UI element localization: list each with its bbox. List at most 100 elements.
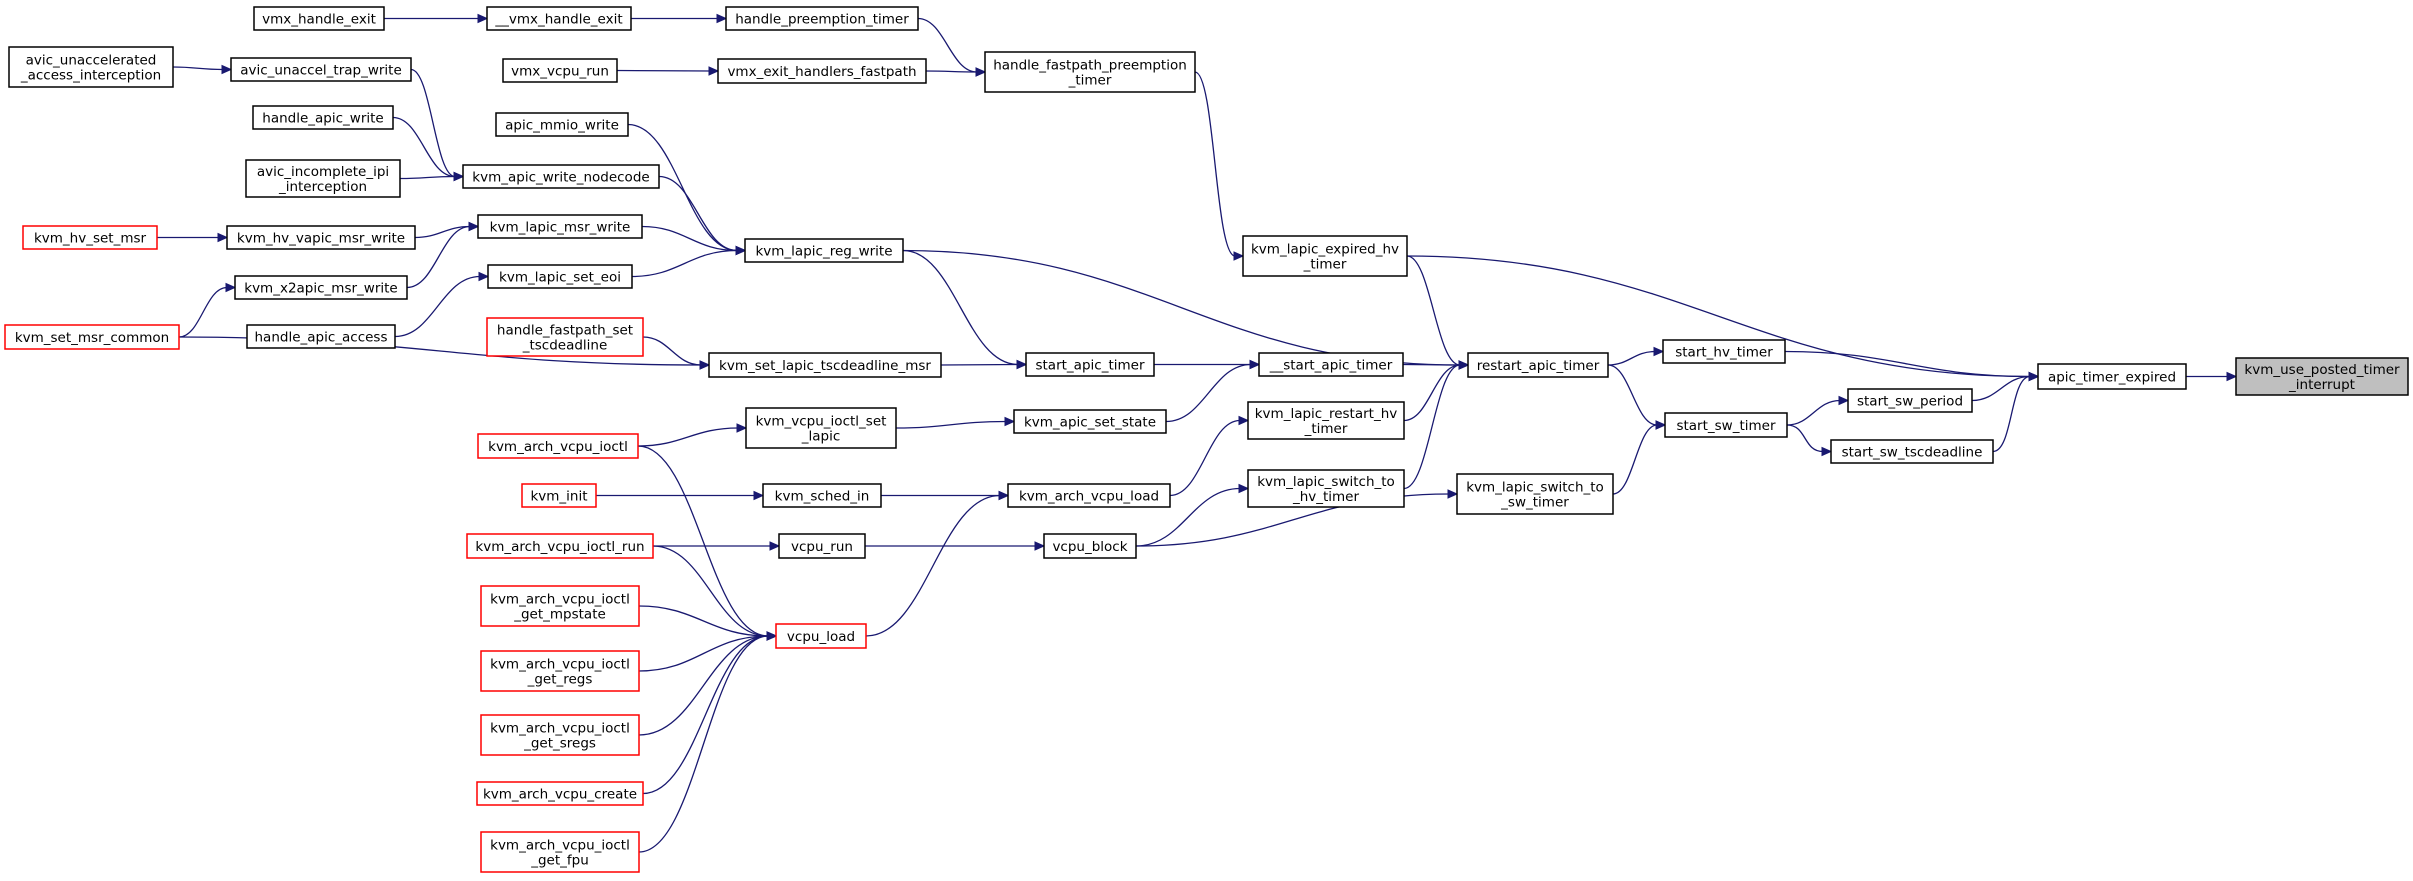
edge-restart-apic-timer-to-start-hv-timer (1607, 346, 1665, 366)
node-kvm-lapic-switch-to-hv-timer[interactable]: kvm_lapic_switch_to_hv_timer (1247, 469, 1405, 508)
edge-line (1406, 255, 2031, 378)
node-kvm-lapic-reg-write[interactable]: kvm_lapic_reg_write (744, 238, 904, 263)
node-kvm-lapic-restart-hv-timer[interactable]: kvm_lapic_restart_hv_timer (1247, 401, 1405, 440)
node-vcpu-run[interactable]: vcpu_run (778, 533, 866, 559)
edge-line (394, 275, 481, 338)
node-label: kvm_hv_vapic_msr_write (237, 231, 405, 247)
edge-line (642, 635, 769, 795)
node-box (253, 6, 385, 31)
node-box (717, 58, 927, 84)
node-start-hv-timer[interactable]: start_hv_timer (1662, 339, 1786, 364)
node-vcpu-load[interactable]: vcpu_load (775, 623, 867, 649)
node-kvm-lapic-set-eoi[interactable]: kvm_lapic_set_eoi (487, 264, 633, 289)
node-handle-fastpath-set-tscdeadline[interactable]: handle_fastpath_set_tscdeadline (486, 317, 644, 357)
node-kvm-lapic-msr-write[interactable]: kvm_lapic_msr_write (477, 214, 643, 239)
edge-arrowhead (699, 360, 711, 370)
node-kvm-apic-set-state[interactable]: kvm_apic_set_state (1013, 409, 1167, 434)
node-handle-apic-access[interactable]: handle_apic_access (246, 324, 396, 349)
edge-kvm-x2apic-msr-write-to-kvm-lapic-msr-write (406, 221, 480, 289)
node-apic-timer-expired[interactable]: apic_timer_expired (2037, 363, 2187, 390)
edge-line (392, 116, 456, 178)
node-label: _tscdeadline (522, 338, 608, 354)
node-start-sw-tscdeadline[interactable]: start_sw_tscdeadline (1830, 439, 1994, 464)
node-kvm-hv-vapic-msr-write[interactable]: kvm_hv_vapic_msr_write (226, 225, 416, 250)
node-box (226, 225, 416, 250)
node-kvm-sched-in[interactable]: kvm_sched_in (762, 483, 882, 508)
node-box (778, 533, 866, 559)
node-label: vcpu_load (787, 629, 855, 645)
node---vmx-handle-exit[interactable]: __vmx_handle_exit (486, 6, 632, 31)
edge---vmx-handle-exit-to-handle-preemption-timer (631, 13, 728, 24)
edge-restart-apic-timer-to-start-sw-timer (1607, 364, 1667, 430)
node-kvm-apic-write-nodecode[interactable]: kvm_apic_write_nodecode (462, 164, 660, 189)
node-kvm-hv-set-msr[interactable]: kvm_hv_set_msr (22, 225, 158, 250)
node-label: vcpu_block (1052, 539, 1127, 555)
node-kvm-arch-vcpu-ioctl-get-mpstate[interactable]: kvm_arch_vcpu_ioctl_get_mpstate (480, 585, 640, 627)
node-kvm-lapic-switch-to-sw-timer[interactable]: kvm_lapic_switch_to_sw_timer (1456, 473, 1614, 515)
node-handle-preemption-timer[interactable]: handle_preemption_timer (725, 6, 919, 31)
node-start-sw-period[interactable]: start_sw_period (1847, 388, 1973, 413)
node-box (1830, 439, 1994, 464)
edge-start-sw-timer-to-start-sw-tscdeadline (1786, 424, 1833, 457)
node-kvm-x2apic-msr-write[interactable]: kvm_x2apic_msr_write (234, 275, 408, 300)
node-kvm-init[interactable]: kvm_init (521, 483, 597, 508)
edge-arrowhead (1838, 395, 1850, 406)
node-label: _timer (1304, 421, 1348, 437)
node---start-apic-timer[interactable]: __start_apic_timer (1258, 352, 1404, 377)
node-vmx-handle-exit[interactable]: vmx_handle_exit (253, 6, 385, 31)
edge-kvm-arch-vcpu-ioctl-to-kvm-vcpu-ioctl-set-lapic (637, 423, 748, 447)
node-kvm-lapic-expired-hv-timer[interactable]: kvm_lapic_expired_hv_timer (1242, 235, 1408, 277)
edge-kvm-arch-vcpu-ioctl-get-mpstate-to-vcpu-load (638, 605, 778, 641)
node-kvm-set-lapic-tscdeadline-msr[interactable]: kvm_set_lapic_tscdeadline_msr (708, 352, 942, 378)
node-kvm-set-msr-common[interactable]: kvm_set_msr_common (4, 324, 180, 350)
edge-arrowhead (1447, 489, 1459, 499)
node-kvm-arch-vcpu-ioctl-run[interactable]: kvm_arch_vcpu_ioctl_run (466, 533, 654, 559)
node-start-apic-timer[interactable]: start_apic_timer (1025, 352, 1155, 377)
node-start-sw-timer[interactable]: start_sw_timer (1664, 412, 1788, 438)
edge-line (1612, 424, 1658, 495)
node-vmx-exit-handlers-fastpath[interactable]: vmx_exit_handlers_fastpath (717, 58, 927, 84)
node-box (1043, 533, 1137, 559)
node-kvm-arch-vcpu-ioctl[interactable]: kvm_arch_vcpu_ioctl (477, 433, 639, 459)
node-label: _timer (1068, 73, 1112, 89)
node-label: _access_interception (20, 68, 161, 84)
node-avic-unaccel-trap-write[interactable]: avic_unaccel_trap_write (230, 57, 412, 82)
node-label: kvm_sched_in (775, 489, 870, 505)
edge-handle-apic-write-to-kvm-apic-write-nodecode (392, 116, 465, 182)
edge-avic-incomplete-ipi-interception-to-kvm-apic-write-nodecode (399, 171, 465, 182)
node-vcpu-block[interactable]: vcpu_block (1043, 533, 1137, 559)
node-vmx-vcpu-run[interactable]: vmx_vcpu_run (502, 58, 618, 83)
node-avic-incomplete-ipi-interception[interactable]: avic_incomplete_ipi_interception (245, 159, 401, 198)
node-label: kvm_lapic_restart_hv (1255, 406, 1398, 422)
node-kvm-use-posted-timer-interrupt[interactable]: kvm_use_posted_timer_interrupt (2235, 357, 2409, 396)
node-label: _get_sregs (523, 736, 596, 752)
node-handle-apic-write[interactable]: handle_apic_write (252, 105, 394, 130)
node-box (477, 433, 639, 459)
node-avic-unaccelerated-access-interception[interactable]: avic_unaccelerated_access_interception (8, 46, 174, 88)
node-box (1258, 352, 1404, 377)
edge-handle-apic-access-to-kvm-lapic-set-eoi (394, 271, 490, 338)
edge-line (638, 635, 769, 672)
node-apic-mmio-write[interactable]: apic_mmio_write (495, 112, 629, 137)
edge-kvm-lapic-expired-hv-timer-to-restart-apic-timer (1406, 255, 1470, 370)
edge-vcpu-load-to-kvm-arch-vcpu-load (865, 490, 1010, 637)
edge-arrowhead (1034, 541, 1046, 551)
node-handle-fastpath-preemption-timer[interactable]: handle_fastpath_preemption_timer (984, 51, 1196, 93)
node-kvm-arch-vcpu-create[interactable]: kvm_arch_vcpu_create (476, 781, 644, 806)
node-kvm-arch-vcpu-load[interactable]: kvm_arch_vcpu_load (1007, 483, 1171, 508)
node-restart-apic-timer[interactable]: restart_apic_timer (1467, 352, 1609, 378)
edge-start-hv-timer-to-apic-timer-expired (1784, 350, 2040, 382)
node-box (480, 714, 640, 756)
nodes-layer: kvm_use_posted_timer_interrupt apic_timer… (4, 6, 2409, 873)
edge-line (627, 123, 738, 252)
node-kvm-arch-vcpu-ioctl-get-regs[interactable]: kvm_arch_vcpu_ioctl_get_regs (480, 650, 640, 692)
node-label: apic_timer_expired (2048, 370, 2176, 386)
node-box (480, 831, 640, 873)
edge-arrowhead (453, 171, 465, 182)
node-label: apic_mmio_write (505, 118, 619, 134)
node-label: handle_preemption_timer (735, 12, 909, 28)
node-kvm-arch-vcpu-ioctl-get-fpu[interactable]: kvm_arch_vcpu_ioctl_get_fpu (480, 831, 640, 873)
edge-vmx-vcpu-run-to-vmx-exit-handlers-fastpath (616, 66, 720, 76)
node-kvm-arch-vcpu-ioctl-get-sregs[interactable]: kvm_arch_vcpu_ioctl_get_sregs (480, 714, 640, 756)
node-kvm-vcpu-ioctl-set-lapic[interactable]: kvm_vcpu_ioctl_set_lapic (745, 407, 897, 449)
